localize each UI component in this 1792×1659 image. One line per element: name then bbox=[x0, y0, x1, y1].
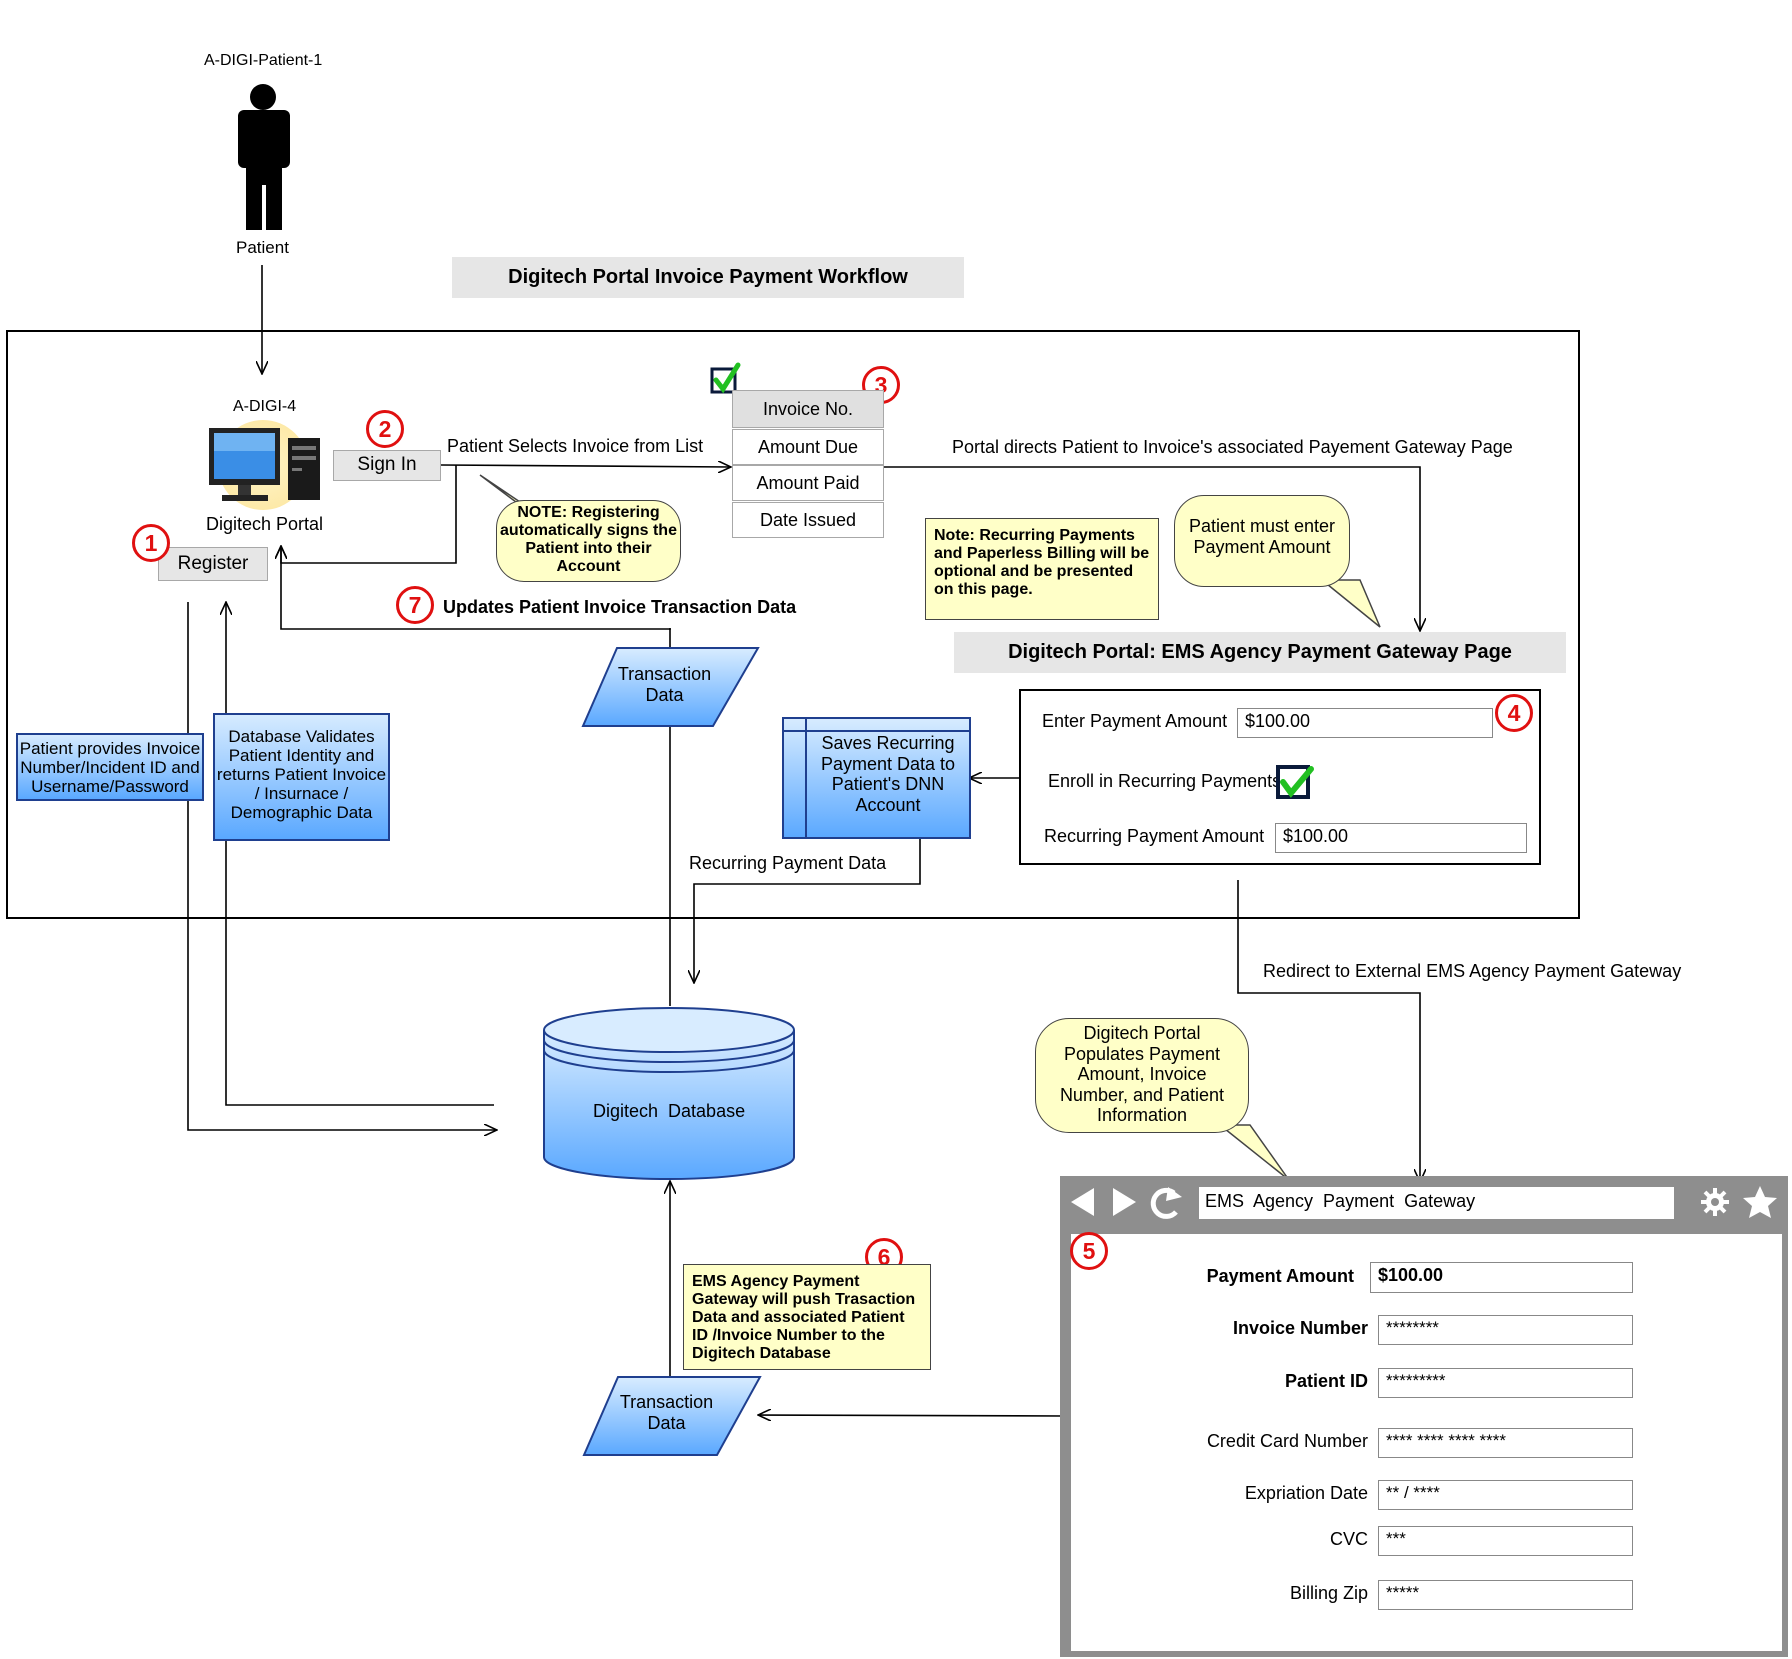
box-saves-recurring: Saves Recurring Payment Data to Patient'… bbox=[820, 733, 956, 816]
edge-recurring-data: Recurring Payment Data bbox=[689, 853, 887, 873]
refresh-icon[interactable] bbox=[1148, 1186, 1184, 1218]
expiration-date-label: Expriation Date bbox=[1244, 1483, 1368, 1503]
actor-label: Patient bbox=[236, 238, 289, 257]
transaction-data-bottom-shape bbox=[582, 1376, 762, 1456]
step-badge-2: 2 bbox=[366, 410, 404, 448]
register-button[interactable]: Register bbox=[158, 547, 268, 581]
portal-id: A-DIGI-4 bbox=[233, 398, 297, 415]
invoice-number-field[interactable]: ******** bbox=[1378, 1315, 1633, 1345]
enroll-recurring-label: Enroll in Recurring Payments bbox=[1048, 771, 1282, 791]
saves-recurring-box bbox=[782, 717, 971, 839]
portal-frame bbox=[6, 330, 1580, 919]
patient-id-field[interactable]: ********* bbox=[1378, 1368, 1633, 1398]
callout-populates: Digitech Portal Populates Payment Amount… bbox=[1035, 1018, 1249, 1133]
transaction-data-top: Transaction Data bbox=[617, 664, 712, 705]
patient-id-label: Patient ID bbox=[1284, 1371, 1368, 1391]
recurring-amount-label: Recurring Payment Amount bbox=[1044, 826, 1265, 846]
back-icon[interactable] bbox=[1068, 1186, 1098, 1218]
callout-registering: NOTE: Registering automatically signs th… bbox=[496, 500, 681, 582]
edge-updates: Updates Patient Invoice Transaction Data bbox=[443, 597, 797, 617]
billing-zip-field[interactable]: ***** bbox=[1378, 1580, 1633, 1610]
note-push: EMS Agency Payment Gateway will push Tra… bbox=[683, 1264, 931, 1370]
invoice-amount-due[interactable]: Amount Due bbox=[732, 429, 884, 465]
enter-payment-label: Enter Payment Amount bbox=[1042, 711, 1228, 731]
patient-figure bbox=[238, 84, 290, 230]
enter-payment-input[interactable]: $100.00 bbox=[1237, 708, 1493, 738]
edge-portal-directs: Portal directs Patient to Invoice's asso… bbox=[952, 437, 1513, 457]
credit-card-field[interactable]: **** **** **** **** bbox=[1378, 1428, 1633, 1458]
page-title: Digitech Portal Invoice Payment Workflow bbox=[452, 257, 964, 298]
invoice-header[interactable]: Invoice No. bbox=[732, 390, 884, 428]
edge-patient-selects: Patient Selects Invoice from List bbox=[447, 436, 704, 456]
cvc-label: CVC bbox=[1329, 1529, 1368, 1549]
step-badge-5: 5 bbox=[1070, 1232, 1108, 1270]
box-database-validates: Database Validates Patient Identity and … bbox=[213, 713, 390, 841]
gateway-page-title: Digitech Portal: EMS Agency Payment Gate… bbox=[954, 632, 1566, 673]
transaction-data-bottom: Transaction Data bbox=[619, 1392, 714, 1433]
note-recurring: Note: Recurring Payments and Paperless B… bbox=[925, 518, 1159, 620]
invoice-number-label: Invoice Number bbox=[1232, 1318, 1368, 1338]
box-patient-provides: Patient provides Invoice Number/Incident… bbox=[16, 733, 204, 801]
callout-must-enter: Patient must enter Payment Amount bbox=[1174, 495, 1350, 587]
actor-id: A-DIGI-Patient-1 bbox=[204, 52, 323, 69]
cvc-field[interactable]: *** bbox=[1378, 1526, 1633, 1556]
enroll-recurring-checkbox[interactable] bbox=[1276, 765, 1314, 799]
invoice-date-issued[interactable]: Date Issued bbox=[732, 502, 884, 538]
credit-card-label: Credit Card Number bbox=[1206, 1431, 1368, 1451]
database-label: Digitech Database bbox=[593, 1101, 746, 1121]
recurring-amount-input[interactable]: $100.00 bbox=[1275, 823, 1527, 853]
transaction-data-top-shape bbox=[581, 647, 760, 727]
check-icon bbox=[1276, 765, 1314, 799]
expiration-date-field[interactable]: ** / **** bbox=[1378, 1480, 1633, 1510]
database-cylinder bbox=[543, 1007, 795, 1180]
payment-amount-label: Payment Amount bbox=[1206, 1266, 1354, 1286]
invoice-amount-paid[interactable]: Amount Paid bbox=[732, 465, 884, 501]
invoice-check-icon bbox=[710, 362, 741, 394]
sign-in-button[interactable]: Sign In bbox=[333, 450, 441, 481]
browser-address[interactable]: EMS Agency Payment Gateway bbox=[1205, 1191, 1476, 1211]
computer-icon bbox=[209, 420, 320, 510]
billing-zip-label: Billing Zip bbox=[1289, 1583, 1368, 1603]
gear-icon[interactable] bbox=[1700, 1186, 1732, 1218]
payment-amount-field[interactable]: $100.00 bbox=[1370, 1262, 1633, 1293]
star-icon[interactable] bbox=[1742, 1186, 1778, 1218]
step-badge-7: 7 bbox=[396, 586, 434, 624]
step-badge-1: 1 bbox=[132, 524, 170, 562]
forward-icon[interactable] bbox=[1108, 1186, 1138, 1218]
edge-redirect: Redirect to External EMS Agency Payment … bbox=[1263, 961, 1682, 981]
portal-label: Digitech Portal bbox=[206, 514, 324, 534]
step-badge-4: 4 bbox=[1495, 694, 1533, 732]
